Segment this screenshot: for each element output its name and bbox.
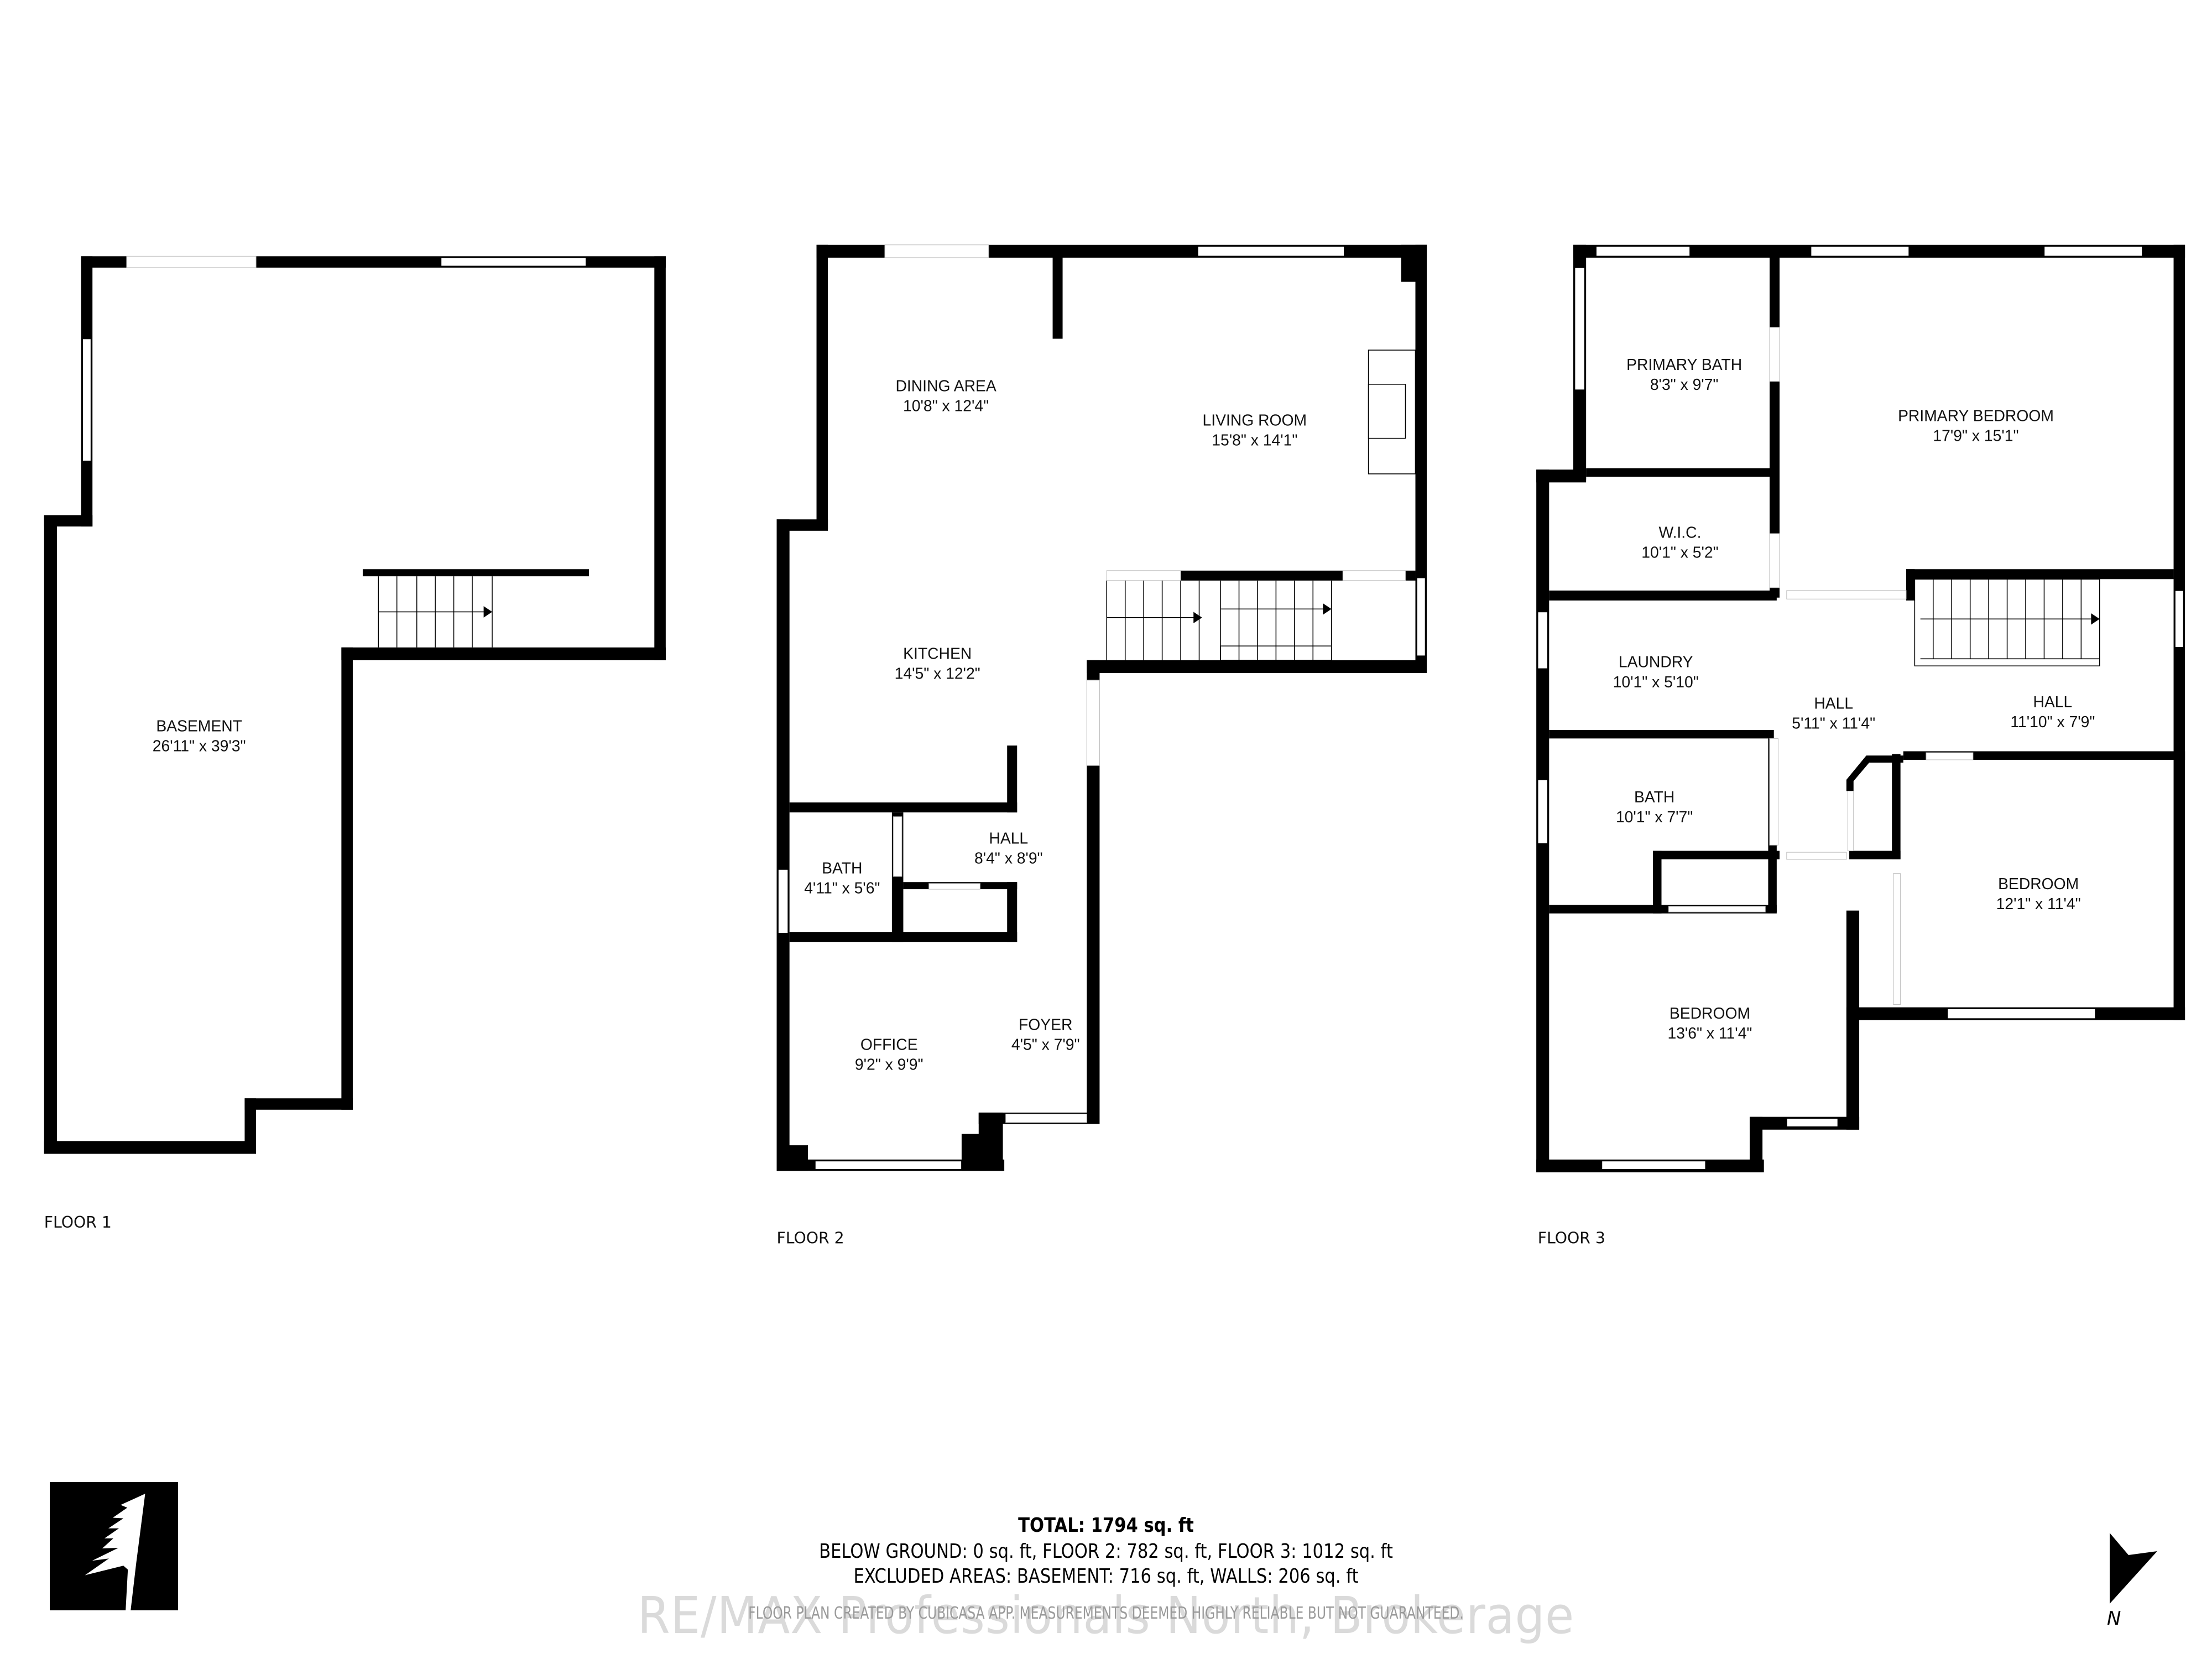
room-name: W.I.C.	[1658, 524, 1701, 541]
room-dims: 13'6" x 11'4"	[1667, 1024, 1752, 1042]
floor-3-label: FLOOR 3	[1538, 1229, 1605, 1248]
room-name: HALL	[1814, 694, 1853, 712]
room-dims: 8'3" x 9'7"	[1650, 375, 1719, 393]
room-dims: 26'11" x 39'3"	[153, 737, 246, 755]
room-dims: 10'1" x 5'2"	[1641, 544, 1718, 561]
room-name: OFFICE	[860, 1036, 918, 1053]
compass-label: N	[2107, 1608, 2121, 1630]
room-name: PRIMARY BEDROOM	[1898, 407, 2054, 425]
room-dims: 11'10" x 7'9"	[2010, 713, 2095, 731]
floor-1-stairs	[378, 576, 493, 648]
room-dims: 8'4" x 8'9"	[974, 849, 1043, 867]
floor-3-stairs	[1914, 578, 2100, 666]
room-dims: 14'5" x 12'2"	[895, 664, 980, 682]
room-name: BASEMENT	[156, 717, 242, 735]
floor-2-plan: DINING AREA 10'8" x 12'4" LIVING ROOM 15…	[776, 244, 1427, 1248]
room-dims: 12'1" x 11'4"	[1996, 895, 2081, 912]
tree-logo-icon	[50, 1482, 178, 1610]
room-name: DINING AREA	[895, 377, 996, 395]
room-dims: 10'1" x 7'7"	[1616, 808, 1693, 826]
north-arrow-icon: N	[2090, 1526, 2173, 1637]
floor-1-plan: BASEMENT 26'11" x 39'3" FLOOR 1	[44, 255, 666, 1232]
floor-3-plan: PRIMARY BATH 8'3" x 9'7" PRIMARY BEDROOM…	[1536, 244, 2185, 1248]
room-dims: 15'8" x 14'1"	[1212, 431, 1297, 448]
room-name: FOYER	[1019, 1016, 1072, 1034]
floor-2-stairs	[1106, 580, 1332, 661]
room-name: LIVING ROOM	[1203, 411, 1307, 429]
room-name: PRIMARY BATH	[1626, 356, 1742, 373]
room-dims: 5'11" x 11'4"	[1792, 714, 1875, 732]
room-name: LAUNDRY	[1619, 653, 1693, 671]
room-name: HALL	[2033, 693, 2073, 711]
room-dims: 10'8" x 12'4"	[903, 397, 989, 415]
room-dims: 4'11" x 5'6"	[804, 879, 880, 897]
room-dims: 4'5" x 7'9"	[1011, 1036, 1080, 1053]
brokerage-watermark: RE/MAX Professionals North, Brokerage	[637, 1586, 1575, 1645]
room-name: BATH	[822, 859, 862, 877]
room-name: BEDROOM	[1670, 1004, 1750, 1022]
excluded-areas: EXCLUDED AREAS: BASEMENT: 716 sq. ft, WA…	[853, 1565, 1359, 1588]
floor-2-label: FLOOR 2	[777, 1229, 844, 1248]
disclaimer: FLOOR PLAN CREATED BY CUBICASA APP. MEAS…	[748, 1604, 1464, 1623]
room-name: BEDROOM	[1998, 875, 2079, 893]
room-name: BATH	[1634, 788, 1674, 806]
total-area: TOTAL: 1794 sq. ft	[1018, 1514, 1194, 1537]
room-dims: 17'9" x 15'1"	[1933, 427, 2018, 445]
room-name: KITCHEN	[903, 644, 972, 662]
room-dims: 10'1" x 5'10"	[1613, 673, 1699, 691]
floor-1-label: FLOOR 1	[44, 1213, 112, 1232]
room-name: HALL	[989, 830, 1028, 847]
room-dims: 9'2" x 9'9"	[855, 1056, 924, 1073]
area-breakdown: BELOW GROUND: 0 sq. ft, FLOOR 2: 782 sq.…	[819, 1540, 1393, 1563]
